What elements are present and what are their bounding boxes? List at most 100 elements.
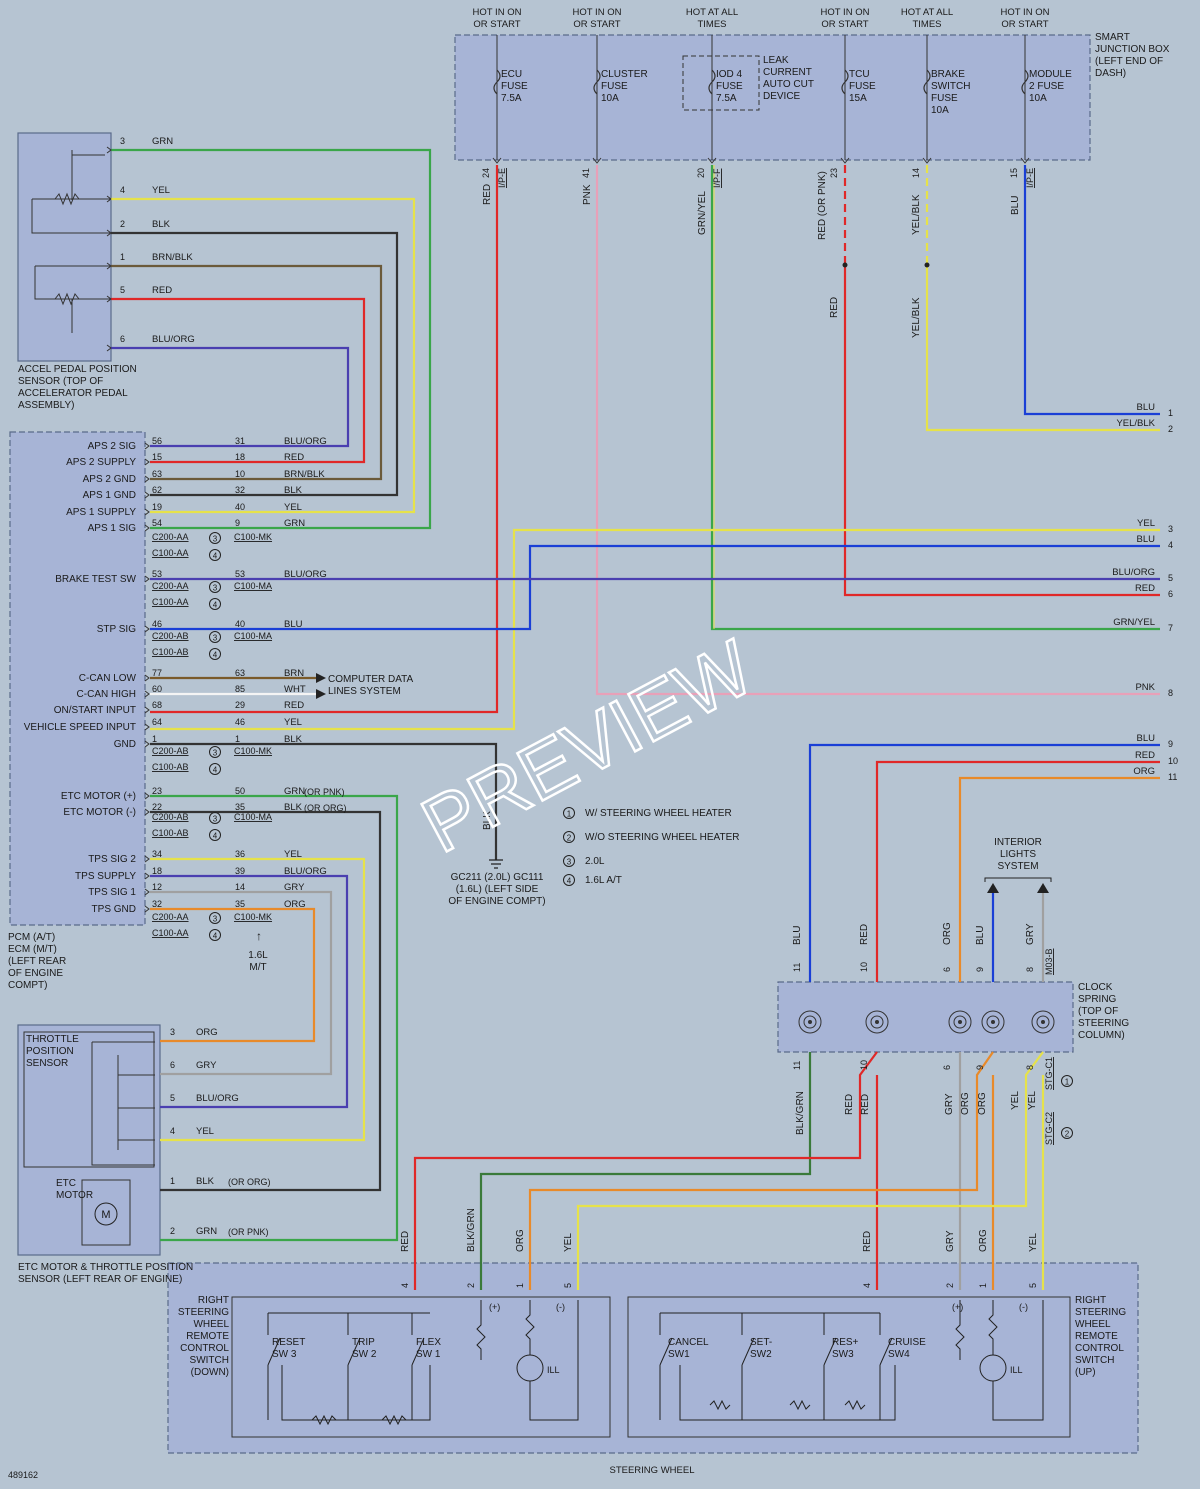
terminal (144, 723, 150, 731)
arrow (987, 883, 1049, 893)
right-connector-num: 2 (1168, 424, 1173, 434)
pcm-pin2: 85 (235, 684, 245, 694)
variant-marker (1061, 1075, 1073, 1087)
connector: C100-AB (152, 828, 189, 838)
variant-marker-num: 3 (213, 915, 218, 924)
fuse-icon (708, 69, 716, 95)
pcm-box (9, 431, 146, 926)
variant-marker-num: 4 (567, 877, 572, 886)
legend-text: W/O STEERING WHEEL HEATER (585, 832, 739, 843)
tps-wire-note: (OR ORG) (228, 1177, 271, 1187)
switch-box-left (231, 1296, 611, 1438)
hot-label: TIMES (697, 19, 726, 30)
computer-data-label: COMPUTER DATA (328, 674, 414, 685)
minus-label: (-) (556, 1302, 565, 1312)
leak-device-label: DEVICE (763, 91, 801, 102)
pcm-pin2: 31 (235, 436, 245, 446)
pcm-wire-label: GRN (284, 518, 305, 529)
pcm-pin: 18 (152, 866, 162, 876)
terminal (144, 905, 150, 913)
motor-icon-glyph: M (101, 1209, 110, 1221)
right-switch-title: CONTROL (1075, 1343, 1124, 1354)
cs-bottom-pin: 8 (1025, 1065, 1035, 1070)
legend-text: 1.6L A/T (585, 875, 622, 886)
hot-label: HOT IN ON (473, 7, 522, 18)
fuse-label: 10A (1029, 93, 1047, 104)
terminal (144, 808, 150, 816)
fuse-label: 15A (849, 93, 867, 104)
pcm-pin: 22 (152, 802, 162, 812)
pcm-wire-note: (OR PNK) (304, 787, 345, 797)
bracket (984, 877, 1052, 882)
steering-wire: ORG (978, 1229, 989, 1252)
hot-label: TIMES (912, 19, 941, 30)
right-wire-label: GRN/YEL (1113, 617, 1155, 628)
leak-device-label: LEAK (763, 55, 789, 66)
fuse-icon (1021, 69, 1029, 95)
variant-marker (209, 912, 221, 924)
pcm-pin2: 14 (235, 882, 245, 892)
jb-connector: I/P-F (712, 168, 722, 188)
legend-text: W/ STEERING WHEEL HEATER (585, 808, 732, 819)
variant-marker (1061, 1127, 1073, 1139)
wire-label: PNK (582, 184, 593, 205)
terminal (144, 442, 150, 450)
ground-label: GC211 (2.0L) GC111 (451, 872, 544, 883)
interior-lights-label: LIGHTS (1000, 849, 1036, 860)
splice (924, 262, 930, 268)
terminal (144, 674, 150, 682)
accel-wire (111, 231, 399, 497)
pcm-pin: 19 (152, 502, 162, 512)
fuse-label: FUSE (716, 81, 743, 92)
steering-pin: 2 (945, 1283, 955, 1288)
pcm-signal: APS 2 GND (83, 474, 136, 485)
wire-label: GRN/YEL (697, 191, 708, 235)
right-connector-num: 9 (1168, 739, 1173, 749)
pcm-pin2: 36 (235, 849, 245, 859)
accel-pedal-sensor (17, 132, 112, 362)
left-switch-title: CONTROL (180, 1343, 229, 1354)
pcm-pin: 53 (152, 569, 162, 579)
switch-symbol (267, 1313, 281, 1420)
clock-spring-coil (870, 1015, 884, 1029)
left-switch-title: STEERING (178, 1307, 229, 1318)
clock-spring-coil (803, 1015, 817, 1029)
component-boxes (9, 34, 1139, 1454)
connector: C200-AB (152, 812, 189, 822)
motor-title: MOTOR (56, 1190, 93, 1201)
connector: C100-MA (234, 812, 272, 822)
connector: C200-AB (152, 746, 189, 756)
steering-wire: YEL (563, 1233, 574, 1252)
fuse-label: MODULE (1029, 69, 1072, 80)
pcm-pin: 32 (152, 899, 162, 909)
pcm-pin2: 40 (235, 619, 245, 629)
cs-top-wire: BLU (975, 926, 986, 945)
cs-bottom-wire: YEL (1010, 1091, 1021, 1110)
pcm-pin2: 53 (235, 569, 245, 579)
clock-spring-coil (808, 1020, 812, 1024)
pcm-pin: 62 (152, 485, 162, 495)
hot-label: HOT AT ALL (686, 7, 738, 18)
ground-label: (1.6L) (LEFT SIDE (456, 884, 539, 895)
variant-marker-num: 3 (213, 634, 218, 643)
resistor (311, 1414, 407, 1426)
legend-text: 2.0L (585, 856, 605, 867)
terminal (144, 524, 150, 532)
accel-pin: 2 (120, 219, 125, 229)
switch-bus (660, 1312, 896, 1421)
connector: C100-AB (152, 762, 189, 772)
variant-marker-num: 3 (213, 749, 218, 758)
wire-yel-blk-main (925, 265, 1160, 432)
cs-top-wire: GRY (1025, 923, 1036, 945)
tps-title: SENSOR (26, 1058, 68, 1069)
switch-box-right (627, 1296, 1071, 1438)
pcm-pin: 23 (152, 786, 162, 796)
hot-label: HOT IN ON (821, 7, 870, 18)
cs-bottom-pin: 10 (859, 1060, 869, 1070)
accel-wire-label: BLU/ORG (152, 334, 195, 345)
fuse-icon (593, 69, 601, 95)
terminal (106, 262, 112, 270)
wire-label: YEL/BLK (911, 297, 922, 338)
fuse-label: FUSE (931, 93, 958, 104)
steering-pin: 4 (862, 1283, 872, 1288)
